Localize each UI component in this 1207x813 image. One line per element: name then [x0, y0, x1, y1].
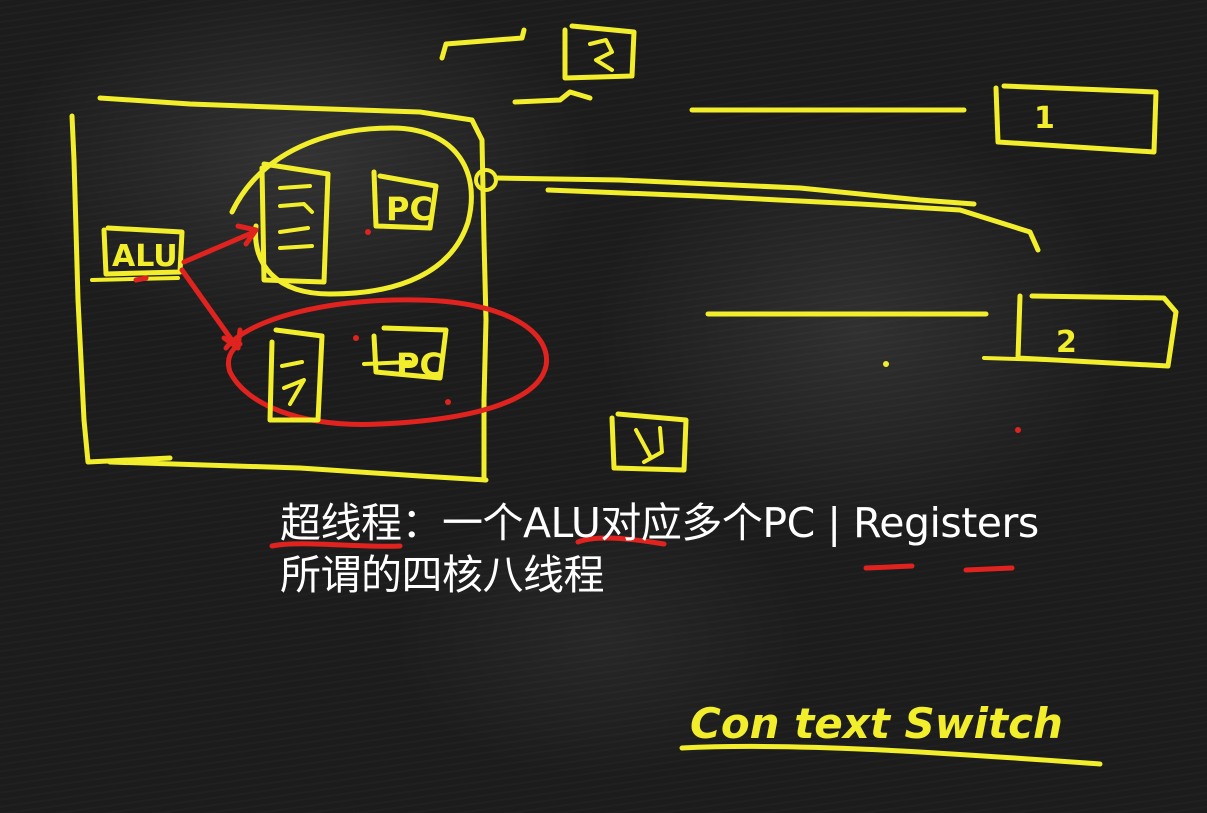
connection-lines — [493, 175, 1041, 253]
bottom-thread-icon — [609, 411, 689, 473]
chalk-dot — [883, 361, 889, 367]
alu-label: ALU — [112, 239, 178, 274]
top-thread-icon — [439, 23, 637, 105]
alu-arrows — [133, 223, 259, 351]
box-1-label: 1 — [1034, 101, 1055, 136]
caption-line-2: 所谓的四核八线程 — [280, 551, 605, 599]
pc-label-top: PC — [386, 190, 433, 228]
chalk-dot — [365, 229, 371, 235]
context-switch-handwriting: Con text Switch — [679, 699, 1103, 767]
box-2-label: 2 — [1056, 325, 1077, 360]
context-switch-text: Con text Switch — [690, 699, 1063, 748]
memory-slot-1: 1 — [689, 83, 1159, 155]
caption-line-1: 超线程：一个ALU对应多个PC | Registers — [280, 499, 1039, 547]
thread-2: PC — [223, 297, 550, 427]
pc-label-bottom: PC — [396, 346, 443, 384]
chalk-dot — [1015, 427, 1021, 433]
memory-slot-2: 2 — [705, 293, 1179, 369]
alu-box: ALU — [90, 225, 185, 282]
thread-1: PC — [229, 125, 474, 297]
chalk-dot — [445, 399, 451, 405]
chalk-dot — [353, 335, 359, 341]
connection-node — [474, 168, 498, 192]
caption-underlines — [269, 535, 1015, 573]
cpu-outline — [69, 95, 489, 483]
